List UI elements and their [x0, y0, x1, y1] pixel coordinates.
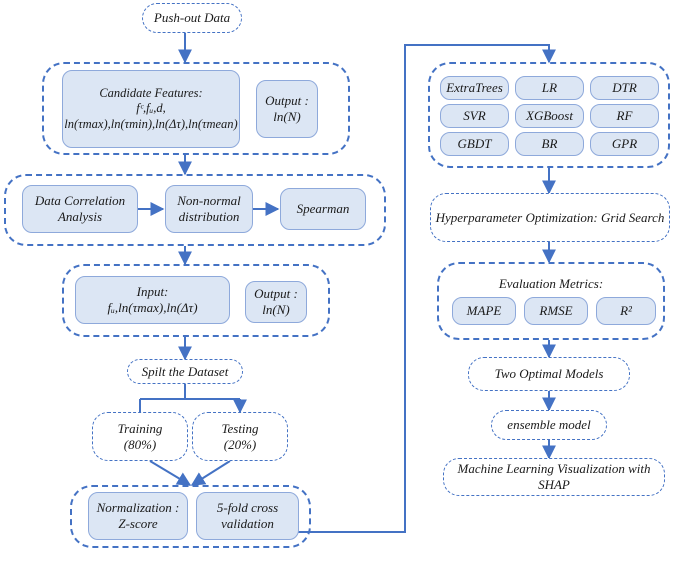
output-box-1: Output : ln(N) — [256, 80, 318, 138]
connector-long-route — [291, 44, 556, 533]
spearman-box: Spearman — [280, 188, 366, 230]
candidate-features-line2: ln(τmax),ln(τmin),ln(Δτ),ln(τmean) — [64, 116, 238, 131]
evaluation-group — [437, 262, 665, 340]
model-label-lr: LR — [541, 79, 558, 95]
model-label-xgboost: XGBoost — [526, 107, 573, 123]
metric-box-r2: R² — [596, 297, 656, 325]
non-normal-line1: Non-normal — [177, 192, 241, 208]
normalization-line1: Normalization : — [96, 499, 180, 515]
model-label-gbdt: GBDT — [457, 135, 492, 151]
shap-line2: SHAP — [538, 477, 570, 492]
correlation-group — [4, 174, 386, 246]
testing-line1: Testing — [221, 420, 259, 436]
output-1-value: ln(N) — [273, 109, 301, 124]
output-2-title: Output : — [254, 285, 298, 301]
input-title: Input: — [136, 283, 169, 299]
testing-line2: (20%) — [223, 436, 257, 452]
models-group — [428, 62, 670, 168]
cross-validation-line2: validation — [221, 516, 274, 531]
input-output-group — [62, 264, 330, 337]
model-box-gbdt: GBDT — [440, 132, 509, 156]
model-box-dtr: DTR — [590, 76, 659, 100]
model-label-dtr: DTR — [612, 79, 637, 95]
split-dataset-label: Spilt the Dataset — [141, 363, 229, 379]
output-box-2: Output : ln(N) — [245, 281, 307, 323]
shap-line1: Machine Learning Visualization with — [457, 461, 651, 477]
metric-box-mape: MAPE — [452, 297, 516, 325]
ensemble-model-label: ensemble model — [507, 417, 591, 433]
normalization-line2: Z-score — [118, 516, 158, 531]
model-label-gpr: GPR — [611, 135, 638, 151]
training-line1: Training — [117, 420, 163, 436]
cross-validation-box: 5-fold cross validation — [196, 492, 299, 540]
metric-label-rmse: RMSE — [539, 302, 573, 318]
training-line2: (80%) — [123, 436, 157, 452]
testing-node: Testing (20%) — [192, 412, 288, 461]
spearman-label: Spearman — [296, 200, 350, 216]
pushout-data-label: Push-out Data — [153, 10, 231, 26]
model-box-svr: SVR — [440, 104, 509, 128]
model-box-gpr: GPR — [590, 132, 659, 156]
input-box: Input: fᵤ,ln(τmax),ln(Δτ) — [75, 276, 230, 324]
hyperparameter-node: Hyperparameter Optimization: Grid Search — [430, 193, 670, 242]
non-normal-box: Non-normal distribution — [165, 185, 253, 233]
model-box-br: BR — [515, 132, 584, 156]
output-2-value: ln(N) — [262, 302, 290, 317]
model-label-br: BR — [541, 135, 558, 151]
feature-selection-group — [42, 62, 350, 155]
model-label-svr: SVR — [463, 107, 486, 123]
metric-box-rmse: RMSE — [524, 297, 588, 325]
data-correlation-box: Data Correlation Analysis — [22, 185, 138, 233]
split-dataset-node: Spilt the Dataset — [127, 359, 243, 384]
metric-label-mape: MAPE — [466, 302, 502, 318]
model-box-rf: RF — [590, 104, 659, 128]
two-optimal-models-node: Two Optimal Models — [468, 357, 630, 391]
arrow-training-to-normalization — [149, 460, 192, 486]
model-box-lr: LR — [515, 76, 584, 100]
candidate-features-title: Candidate Features: — [99, 85, 203, 100]
non-normal-line2: distribution — [178, 209, 240, 224]
model-box-xgboost: XGBoost — [515, 104, 584, 128]
candidate-features-box: Candidate Features: fᶜ,fᵤ,d, ln(τmax),ln… — [62, 70, 240, 148]
shap-visualization-node: Machine Learning Visualization with SHAP — [443, 458, 665, 496]
two-optimal-models-label: Two Optimal Models — [494, 366, 604, 382]
candidate-features-line1: fᶜ,fᵤ,d, — [136, 101, 166, 116]
training-node: Training (80%) — [92, 412, 188, 461]
model-label-rf: RF — [616, 107, 633, 123]
data-correlation-line2: Analysis — [57, 209, 103, 224]
data-correlation-line1: Data Correlation — [34, 192, 126, 208]
metric-label-r2: R² — [620, 302, 632, 318]
pushout-data-node: Push-out Data — [142, 3, 242, 33]
hyperparameter-label: Hyperparameter Optimization: Grid Search — [435, 209, 665, 225]
preprocessing-group — [70, 485, 311, 548]
model-box-extratrees: ExtraTrees — [440, 76, 509, 100]
arrow-split-to-branches — [139, 384, 240, 412]
evaluation-title: Evaluation Metrics: — [498, 276, 604, 291]
model-label-extratrees: ExtraTrees — [446, 79, 503, 95]
normalization-box: Normalization : Z-score — [88, 492, 188, 540]
cross-validation-line1: 5-fold cross — [216, 499, 279, 515]
arrow-testing-to-normalization — [190, 460, 231, 486]
ensemble-model-node: ensemble model — [491, 410, 607, 440]
input-value: fᵤ,ln(τmax),ln(Δτ) — [107, 300, 198, 315]
output-1-title: Output : — [265, 92, 309, 108]
